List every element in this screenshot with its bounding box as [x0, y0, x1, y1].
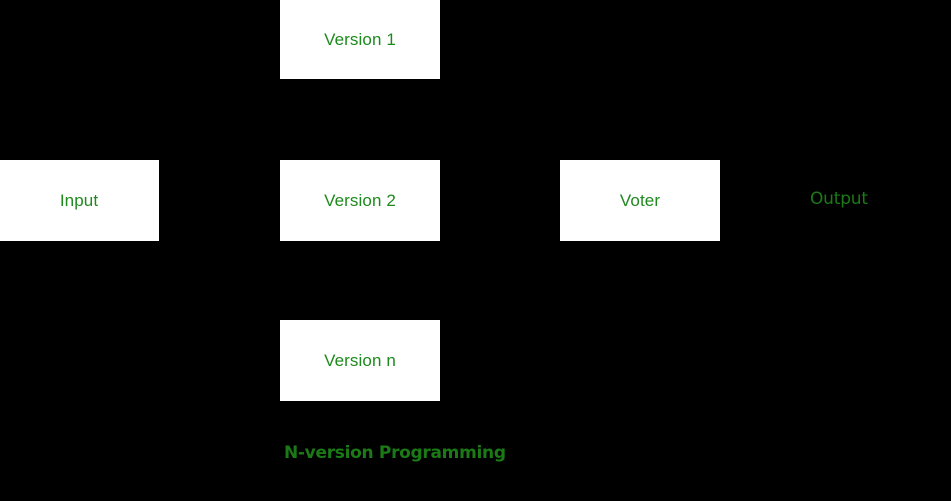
node-version-1[interactable]: Version 1 — [280, 0, 440, 79]
node-input[interactable]: Input — [0, 160, 159, 241]
node-input-label: Input — [59, 191, 99, 210]
node-version-2-label: Version 2 — [324, 191, 396, 210]
diagram-caption: N-version Programming — [284, 443, 506, 463]
node-version-2[interactable]: Version 2 — [280, 160, 440, 241]
node-version-n[interactable]: Version n — [280, 320, 440, 401]
node-version-n-label: Version n — [324, 351, 396, 370]
node-voter-label: Voter — [619, 191, 661, 210]
node-version-1-label: Version 1 — [324, 29, 396, 49]
node-voter[interactable]: Voter — [560, 160, 720, 241]
output-label: Output — [810, 189, 868, 209]
